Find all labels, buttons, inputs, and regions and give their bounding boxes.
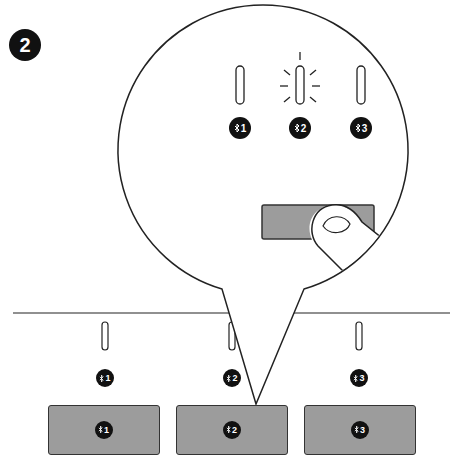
led-indicator xyxy=(296,66,304,104)
bluetooth-channel-badge: 2 xyxy=(289,117,311,139)
channel-number: 1 xyxy=(105,373,110,383)
bluetooth-symbol xyxy=(354,425,359,434)
bluetooth-rune xyxy=(100,375,103,382)
bluetooth-rune xyxy=(227,375,230,382)
step-number-badge: 2 xyxy=(9,29,41,61)
bluetooth-rune xyxy=(356,124,360,132)
led-indicator xyxy=(236,66,244,104)
bluetooth-symbol xyxy=(226,374,231,383)
bluetooth-button: 3 xyxy=(304,405,416,455)
bluetooth-button: 2 xyxy=(176,405,288,455)
blink-rays xyxy=(280,52,320,102)
bluetooth-channel-badge: 3 xyxy=(350,117,372,139)
bluetooth-rune xyxy=(235,124,239,132)
bluetooth-symbol xyxy=(234,123,240,133)
bluetooth-channel-badge: 1 xyxy=(96,369,114,387)
button-badge: 1 xyxy=(95,421,113,439)
led-indicator xyxy=(356,322,362,350)
bluetooth-channel-badge: 3 xyxy=(350,369,368,387)
led-indicator xyxy=(102,322,108,350)
bluetooth-symbol xyxy=(355,123,361,133)
bluetooth-channel-badge: 1 xyxy=(229,117,251,139)
button-number: 3 xyxy=(360,425,365,435)
button-number: 1 xyxy=(104,425,109,435)
bluetooth-rune xyxy=(99,426,102,433)
channel-number: 1 xyxy=(241,123,247,134)
bluetooth-symbol xyxy=(99,374,104,383)
magnifier-callout xyxy=(118,5,408,404)
bluetooth-button: 1 xyxy=(48,405,160,455)
channel-number: 2 xyxy=(232,373,237,383)
button-number: 2 xyxy=(232,425,237,435)
channel-number: 2 xyxy=(301,123,307,134)
button-badge: 2 xyxy=(223,421,241,439)
bluetooth-rune xyxy=(227,426,230,433)
bluetooth-symbol xyxy=(98,425,103,434)
bluetooth-symbol xyxy=(353,374,358,383)
bluetooth-rune xyxy=(295,124,299,132)
bluetooth-rune xyxy=(354,375,357,382)
channel-number: 3 xyxy=(359,373,364,383)
bluetooth-symbol xyxy=(294,123,300,133)
channel-number: 3 xyxy=(362,123,368,134)
bluetooth-rune xyxy=(355,426,358,433)
bluetooth-symbol xyxy=(226,425,231,434)
bluetooth-channel-badge: 2 xyxy=(223,369,241,387)
step-number: 2 xyxy=(19,34,30,57)
finger xyxy=(309,205,412,300)
button-badge: 3 xyxy=(351,421,369,439)
led-indicator xyxy=(357,66,365,104)
